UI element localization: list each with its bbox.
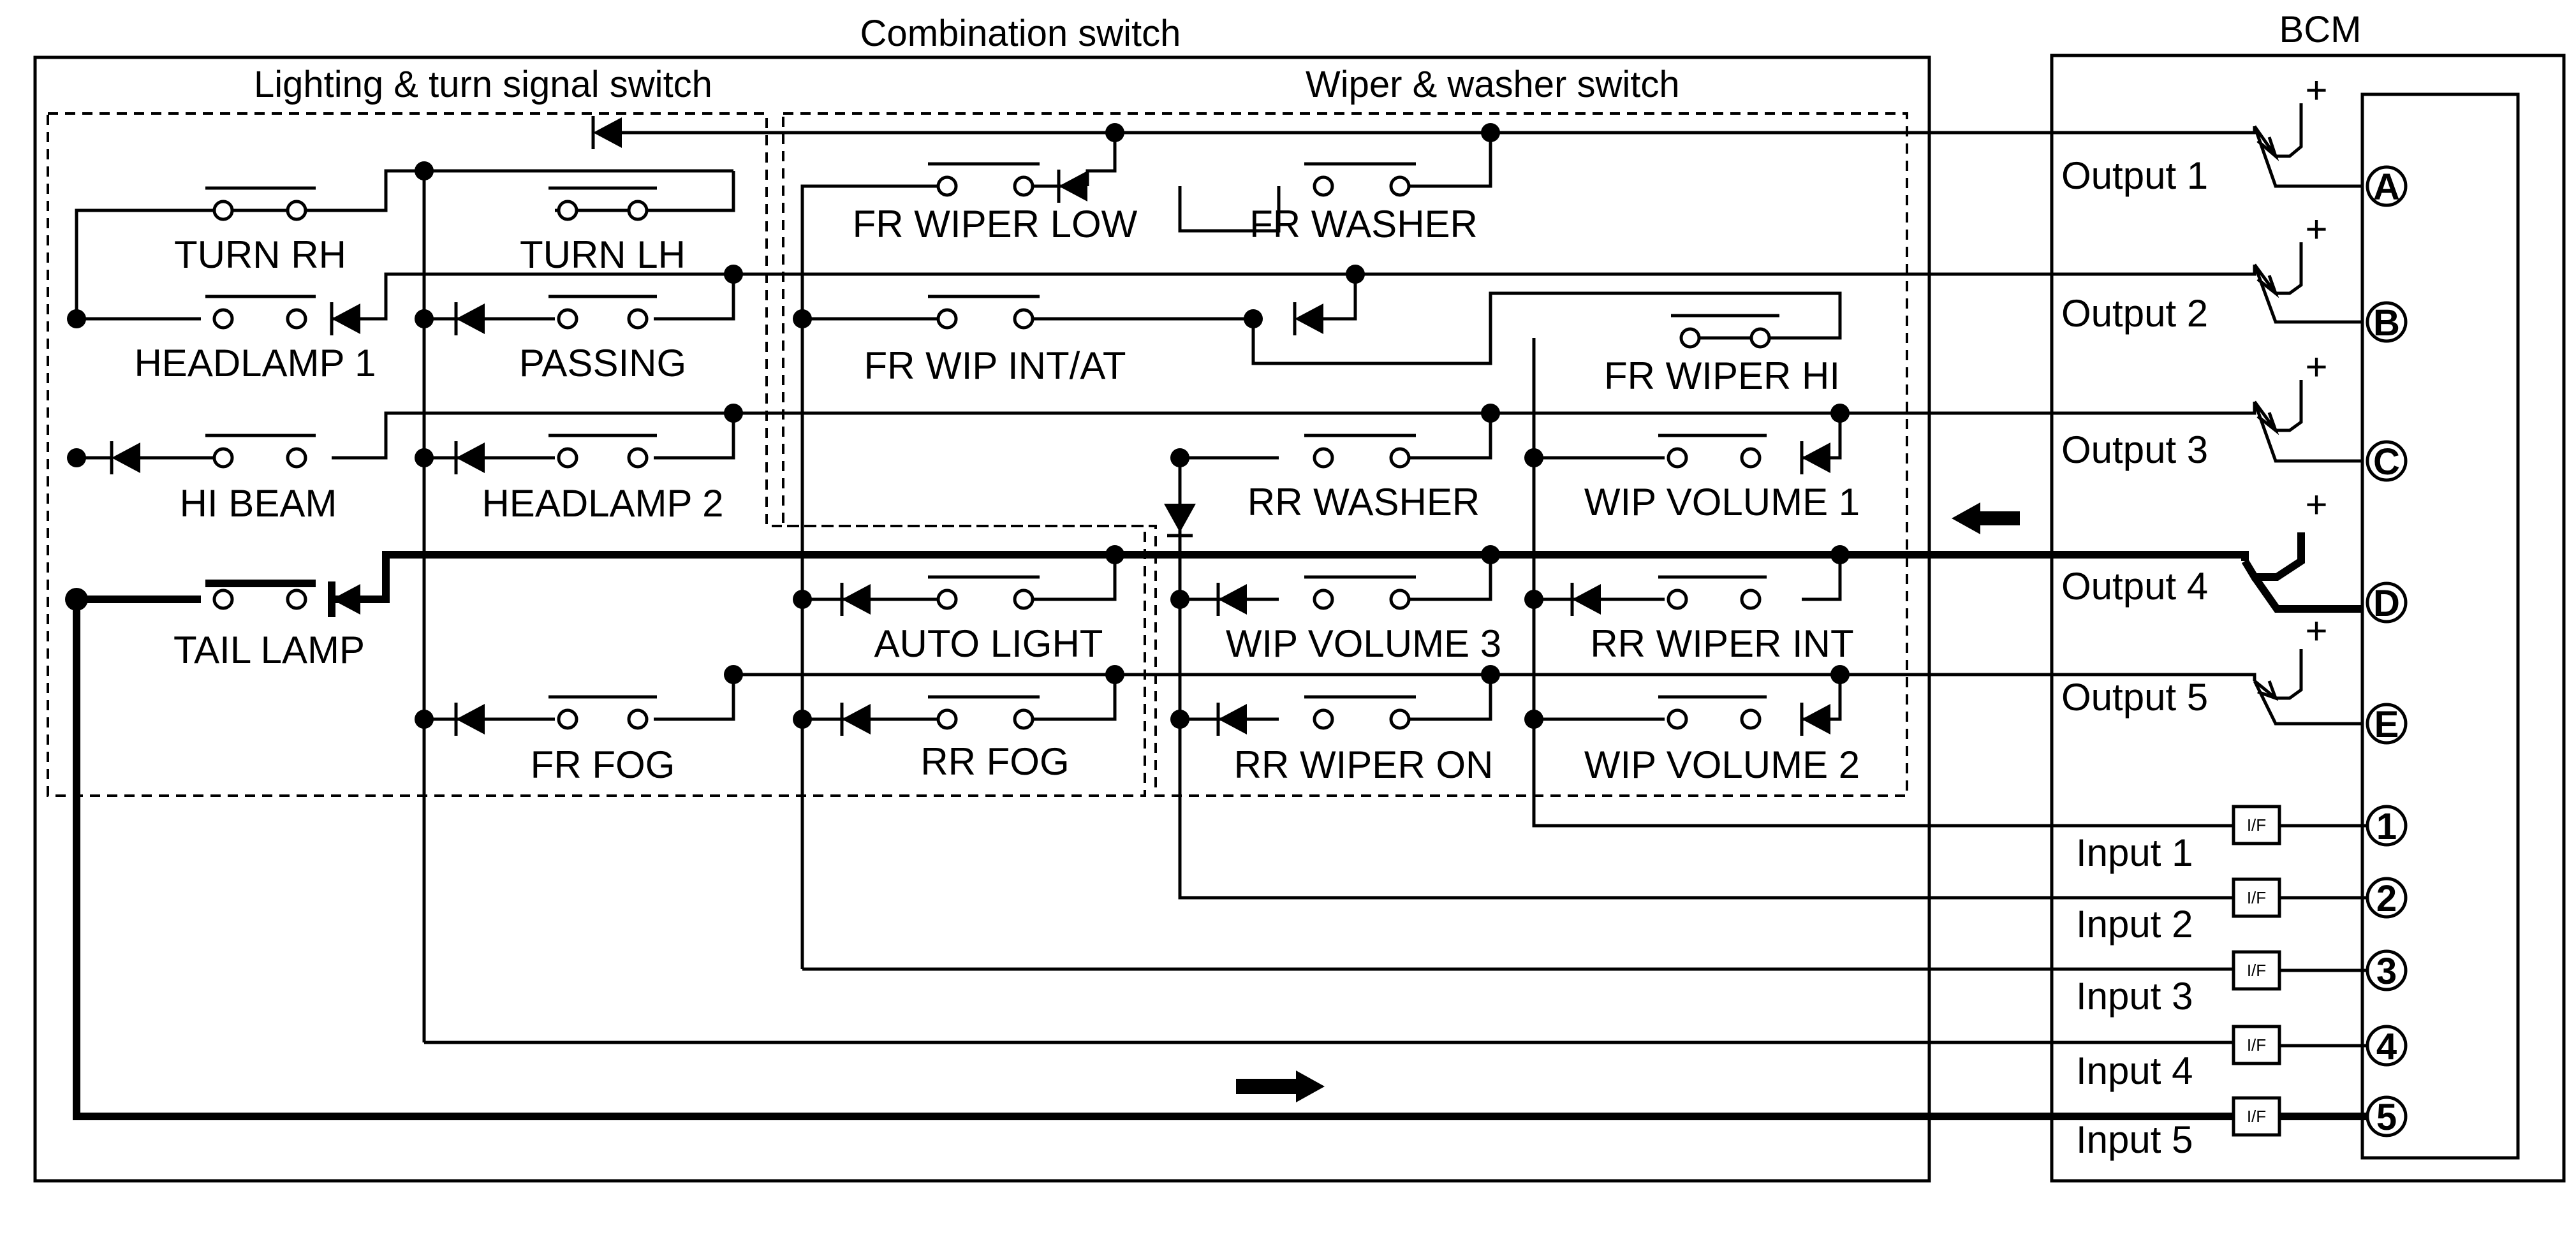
plus-sign: + (2305, 69, 2327, 112)
bcm-title: BCM (2279, 9, 2362, 50)
pin-5-label: 5 (2376, 1097, 2397, 1138)
plus-sign: + (2305, 208, 2327, 251)
pin-2-label: 2 (2376, 878, 2397, 919)
switch-label: HEADLAMP 2 (482, 482, 723, 525)
arrow-left-icon (1952, 502, 2020, 534)
output-2-label: Output 2 (2061, 292, 2208, 335)
arrow-right-icon (1236, 1071, 1325, 1102)
switch-label: FR FOG (531, 743, 675, 786)
bcm-connector-box (2360, 92, 2520, 1160)
pin-4-label: 4 (2376, 1026, 2397, 1067)
pin-d-circle (2366, 581, 2408, 624)
input-3-label: Input 3 (2076, 975, 2193, 1018)
switch-label: WIP VOLUME 3 (1226, 622, 1501, 665)
bcm-box (2050, 54, 2566, 1183)
interface-label: I/F (2247, 815, 2266, 835)
switch-label: TAIL LAMP (173, 629, 365, 671)
interface-label: I/F (2247, 961, 2266, 980)
switch-label: FR WIP INT/AT (864, 344, 1126, 387)
output-4-label: Output 4 (2061, 565, 2208, 608)
bcm-output-transistors (2241, 103, 2362, 726)
combination-switch-box (33, 55, 1931, 1183)
switch-label: HEADLAMP 1 (134, 342, 376, 384)
switch-label: FR WIPER LOW (853, 203, 1138, 245)
switch-label: WIP VOLUME 2 (1584, 743, 1860, 786)
pin-c-circle (2366, 440, 2408, 482)
wiper-switch-region (782, 112, 1908, 797)
output-3-label: Output 3 (2061, 428, 2208, 471)
combination-switch-title: Combination switch (860, 13, 1181, 54)
diodes (110, 116, 1830, 736)
lighting-switch-title: Lighting & turn signal switch (254, 64, 712, 105)
interface-label: I/F (2247, 1035, 2266, 1055)
wiper-switch-title: Wiper & washer switch (1306, 64, 1680, 105)
switch-label: TURN LH (520, 233, 686, 276)
switch-label: HI BEAM (180, 482, 337, 525)
output-5-label: Output 5 (2061, 676, 2208, 719)
interface-label: I/F (2247, 1107, 2266, 1126)
pin-a-circle (2366, 165, 2408, 207)
switch-label: TURN RH (174, 233, 346, 276)
plus-sign: + (2305, 610, 2327, 652)
pin-1-label: 1 (2376, 806, 2397, 847)
plus-sign: + (2305, 483, 2327, 526)
pin-b-circle (2366, 301, 2408, 343)
interface-boxes: I/F I/F I/F I/F I/F (2232, 805, 2281, 1137)
switch-label: RR WIPER ON (1234, 743, 1494, 786)
input-1-label: Input 1 (2076, 831, 2193, 874)
bcm-pins: A B C D E 1 2 3 4 5 (2366, 165, 2408, 1138)
input-5-label: Input 5 (2076, 1118, 2193, 1161)
switch-contacts (205, 162, 1779, 730)
switch-labels: TURN RH TURN LH HEADLAMP 1 PASSING HI BE… (134, 203, 1860, 786)
switch-label: RR WASHER (1248, 481, 1480, 523)
input-4-label: Input 4 (2076, 1049, 2193, 1092)
switch-label: RR FOG (920, 740, 1069, 783)
pin-c-label: C (2373, 441, 2400, 483)
switch-label: FR WIPER HI (1604, 354, 1840, 397)
pin-d-label: D (2373, 583, 2400, 624)
input-2-label: Input 2 (2076, 903, 2193, 946)
output-1-label: Output 1 (2061, 154, 2208, 197)
arrow-down-icon (1164, 504, 1196, 532)
switch-label: WIP VOLUME 1 (1584, 481, 1860, 523)
switch-label: FR WASHER (1249, 203, 1478, 245)
wiring (73, 126, 2367, 1120)
pin-3-label: 3 (2376, 951, 2397, 992)
pin-e-label: E (2374, 704, 2399, 745)
pin-a-label: A (2373, 166, 2400, 208)
plus-sign: + (2305, 346, 2327, 388)
switch-label: PASSING (519, 342, 686, 384)
switch-label: RR WIPER INT (1590, 622, 1853, 665)
pin-b-label: B (2373, 302, 2400, 344)
pin-e-circle (2366, 703, 2408, 745)
lighting-switch-region (47, 112, 1146, 797)
junction-dots (65, 123, 1850, 729)
interface-label: I/F (2247, 888, 2266, 907)
switch-label: AUTO LIGHT (874, 622, 1103, 665)
bcm-plus-signs: + + + + + (2305, 69, 2327, 652)
